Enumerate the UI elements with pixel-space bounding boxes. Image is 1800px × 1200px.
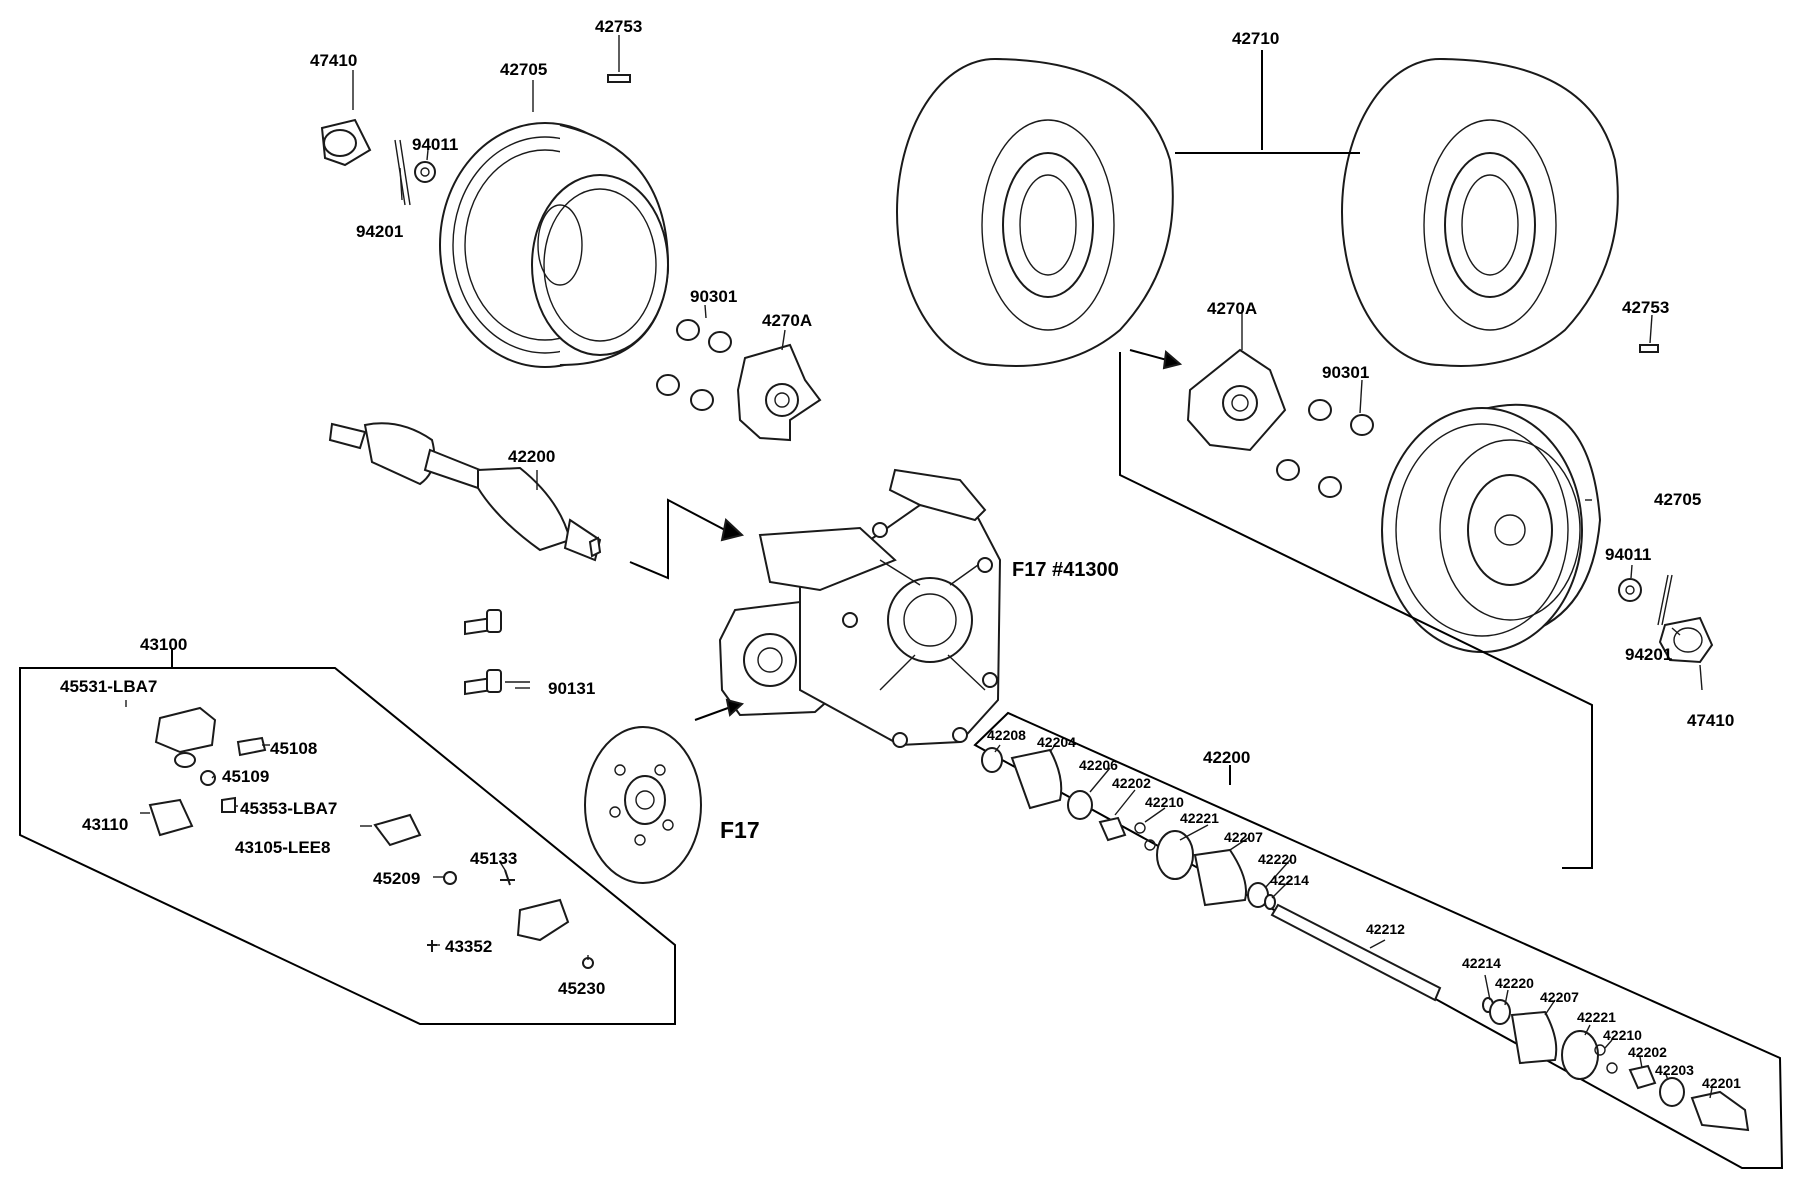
lug-nuts-right — [1276, 399, 1374, 498]
differential-housing — [718, 468, 1002, 748]
label-42212: 42212 — [1366, 921, 1405, 937]
label-94011-right: 94011 — [1605, 545, 1651, 564]
hub-nut-left — [320, 118, 372, 167]
label-90301-left: 90301 — [690, 287, 737, 306]
label-4270a-left: 4270A — [762, 311, 812, 330]
wheel-hub-left — [736, 343, 822, 442]
cotter-pin-left — [394, 139, 411, 206]
label-4270a-right: 4270A — [1207, 299, 1257, 318]
label-42220-a: 42220 — [1258, 851, 1297, 867]
label-94201-right: 94201 — [1625, 645, 1672, 664]
axle-leaders — [994, 744, 1713, 1099]
label-42200-lower: 42200 — [1203, 748, 1250, 767]
label-f17: F17 — [720, 817, 760, 843]
axle-components — [981, 747, 1750, 1132]
wheel-rim-left — [439, 122, 670, 368]
label-45209: 45209 — [373, 869, 420, 888]
caliper-kit-box — [19, 667, 676, 1025]
caliper-parts — [148, 706, 594, 969]
label-42221-b: 42221 — [1577, 1009, 1616, 1025]
label-42221-a: 42221 — [1180, 810, 1219, 826]
label-42204: 42204 — [1037, 734, 1076, 750]
bolts-90131 — [464, 609, 502, 696]
right-wheel-bracket — [1119, 352, 1593, 869]
label-42705-right: 42705 — [1654, 490, 1701, 509]
label-45133: 45133 — [470, 849, 517, 868]
label-47410-top: 47410 — [310, 51, 357, 70]
label-45108: 45108 — [270, 739, 317, 758]
label-42710: 42710 — [1232, 29, 1279, 48]
castle-nut-right — [1618, 578, 1642, 602]
tire-right — [1341, 58, 1619, 367]
cotter-pin-right — [1657, 574, 1673, 626]
label-43100: 43100 — [140, 635, 187, 654]
label-42753-right: 42753 — [1622, 298, 1669, 317]
label-42202-a: 42202 — [1112, 775, 1151, 791]
label-45531: 45531-LBA7 — [60, 677, 157, 696]
label-42200-upper: 42200 — [508, 447, 555, 466]
label-43352: 43352 — [445, 937, 492, 956]
misc-leaders — [125, 35, 1703, 960]
label-42214-b: 42214 — [1462, 955, 1501, 971]
label-42206: 42206 — [1079, 757, 1118, 773]
label-43110: 43110 — [82, 815, 128, 834]
label-42753-top: 42753 — [595, 17, 642, 36]
label-42210-b: 42210 — [1603, 1027, 1642, 1043]
label-90131: 90131 — [548, 679, 595, 698]
label-43105: 43105-LEE8 — [235, 838, 330, 857]
tire-leader-line — [1175, 50, 1360, 154]
wheel-hub-right — [1186, 348, 1287, 452]
label-42202-b: 42202 — [1628, 1044, 1667, 1060]
arrow-to-housing-upper — [629, 498, 726, 580]
label-42208: 42208 — [987, 727, 1026, 743]
label-42201: 42201 — [1702, 1075, 1741, 1091]
label-94201-top: 94201 — [356, 222, 403, 241]
label-45230: 45230 — [558, 979, 605, 998]
label-42203: 42203 — [1655, 1062, 1694, 1078]
arrow-to-housing-lower — [694, 707, 729, 721]
label-42214-a: 42214 — [1270, 872, 1309, 888]
label-42207-b: 42207 — [1540, 989, 1579, 1005]
castle-nut-left — [414, 161, 436, 183]
label-42705-top: 42705 — [500, 60, 547, 79]
drive-shaft-upper — [328, 422, 602, 562]
brake-disc — [584, 726, 702, 884]
label-45353: 45353-LBA7 — [240, 799, 337, 818]
wheel-rim-right — [1381, 403, 1602, 653]
label-42207-a: 42207 — [1224, 829, 1263, 845]
lug-nuts-left — [656, 319, 732, 411]
label-f17-41300: F17 #41300 — [1012, 559, 1119, 581]
label-45109: 45109 — [222, 767, 269, 786]
valve-stem-right — [1639, 344, 1659, 353]
tire-left — [896, 58, 1174, 367]
label-47410-right: 47410 — [1687, 711, 1734, 730]
valve-stem-top — [607, 74, 631, 83]
label-42220-b: 42220 — [1495, 975, 1534, 991]
label-42210-a: 42210 — [1145, 794, 1184, 810]
label-90301-right: 90301 — [1322, 363, 1369, 382]
label-94011-top: 94011 — [412, 135, 458, 154]
